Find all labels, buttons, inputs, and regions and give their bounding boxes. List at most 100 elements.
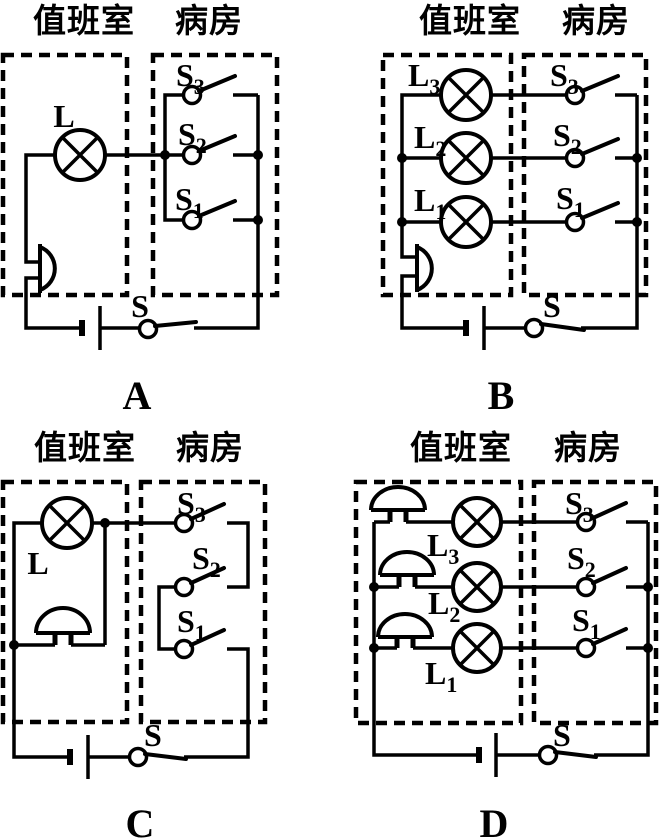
main-switch-blade bbox=[539, 322, 586, 332]
switch-s3-icon bbox=[173, 512, 195, 534]
duty-room-box bbox=[353, 479, 524, 726]
lamp-l3-label: L3 bbox=[408, 57, 440, 99]
ward-box bbox=[531, 479, 659, 726]
switch-s3-icon bbox=[575, 511, 597, 533]
duty-room-title: 值班室 bbox=[419, 2, 521, 39]
switch-s1-label: S1 bbox=[175, 181, 204, 223]
switch-s2-icon bbox=[575, 576, 597, 598]
switch-s3-icon bbox=[564, 84, 586, 106]
lamp-l3-label: L3 bbox=[427, 527, 459, 569]
switch-s2-label: S2 bbox=[192, 540, 221, 582]
circuit-b: 值班室 病房 L3 L2 L1 S3 S2 S1 bbox=[380, 2, 649, 418]
bell-icon bbox=[376, 612, 434, 639]
bell-legs bbox=[396, 575, 418, 587]
main-switch-icon bbox=[127, 746, 149, 768]
bell-icon bbox=[369, 485, 427, 512]
junction-dot bbox=[253, 150, 263, 160]
duty-room-title: 值班室 bbox=[33, 2, 135, 39]
lamp-l1-label: L1 bbox=[414, 182, 446, 224]
duty-room-box bbox=[0, 479, 130, 725]
switch-s2-blade bbox=[189, 566, 226, 585]
wire bbox=[372, 522, 479, 757]
bell-legs bbox=[394, 637, 416, 648]
junction-dot bbox=[160, 150, 170, 160]
option-letter: D bbox=[480, 801, 509, 839]
option-letter: B bbox=[488, 373, 515, 418]
bell-icon bbox=[378, 550, 436, 577]
switch-s1-icon bbox=[564, 211, 586, 233]
lamp-l1-label: L1 bbox=[425, 655, 457, 697]
circuit-a: 值班室 病房 L S3 S2 S1 S A bbox=[0, 2, 280, 418]
ward-box bbox=[138, 479, 268, 725]
wire bbox=[501, 520, 577, 650]
ward-box bbox=[150, 52, 280, 298]
option-letter: C bbox=[126, 801, 155, 839]
switch-s1-label: S1 bbox=[572, 602, 601, 644]
switch-s2-icon bbox=[173, 576, 195, 598]
circuit-d: 值班室 病房 L3 L bbox=[353, 429, 659, 839]
lamp-cross-icon bbox=[446, 138, 486, 178]
lamp-l2-label: L2 bbox=[428, 585, 460, 627]
ward-title: 病房 bbox=[175, 2, 243, 39]
junction-dot bbox=[9, 640, 19, 650]
lamp-cross-icon bbox=[446, 202, 486, 242]
wire bbox=[184, 647, 250, 759]
switch-s3-blade bbox=[580, 74, 620, 93]
lamp-l2-label: L2 bbox=[414, 119, 446, 161]
duty-room-box bbox=[380, 52, 514, 298]
wire bbox=[491, 93, 566, 224]
main-switch-blade bbox=[553, 750, 598, 759]
main-switch-label: S bbox=[131, 288, 149, 324]
junction-dot bbox=[397, 153, 407, 163]
junction-dot bbox=[369, 643, 379, 653]
duty-room-title: 值班室 bbox=[34, 429, 136, 466]
bell-icon bbox=[38, 244, 57, 293]
wire bbox=[400, 274, 466, 330]
ward-title: 病房 bbox=[554, 429, 622, 466]
wire bbox=[157, 585, 175, 651]
switch-s2-icon bbox=[181, 144, 203, 166]
switch-s3-label: S3 bbox=[550, 57, 579, 99]
wire bbox=[581, 95, 639, 330]
junction-dot bbox=[643, 582, 653, 592]
junction-dot bbox=[100, 518, 110, 528]
switch-s2-label: S2 bbox=[178, 116, 207, 158]
lamp-cross-icon bbox=[446, 75, 486, 115]
switch-s1-blade bbox=[580, 201, 620, 220]
switch-s1-icon bbox=[173, 638, 195, 660]
wire bbox=[594, 522, 650, 757]
switch-s1-label: S1 bbox=[177, 603, 206, 645]
switch-s3-blade bbox=[189, 502, 226, 521]
switch-s1-label: S1 bbox=[556, 180, 585, 222]
bell-legs bbox=[52, 633, 74, 645]
switch-s1-icon bbox=[181, 209, 203, 231]
main-switch-blade bbox=[143, 752, 188, 761]
switch-s2-label: S2 bbox=[567, 540, 596, 582]
junction-dot bbox=[253, 215, 263, 225]
ward-box bbox=[521, 52, 649, 298]
main-switch-icon bbox=[137, 318, 159, 340]
duty-room-box bbox=[0, 52, 130, 298]
lamp-label: L bbox=[53, 98, 74, 134]
switch-s3-icon bbox=[181, 84, 203, 106]
wire bbox=[227, 521, 250, 589]
wire bbox=[24, 153, 55, 264]
option-letter: A bbox=[123, 373, 152, 418]
main-switch-blade bbox=[153, 320, 198, 328]
switch-s2-icon bbox=[564, 147, 586, 169]
ward-title: 病房 bbox=[176, 429, 244, 466]
lamp-label: L bbox=[27, 545, 48, 581]
junction-dot bbox=[643, 643, 653, 653]
main-switch-label: S bbox=[144, 717, 162, 753]
switch-s2-label: S2 bbox=[553, 117, 582, 159]
lamp-cross-icon bbox=[60, 135, 100, 175]
switch-s3-label: S3 bbox=[176, 57, 205, 99]
main-switch-icon bbox=[537, 744, 559, 766]
switch-s1-blade bbox=[197, 199, 237, 218]
wire bbox=[194, 95, 260, 330]
switch-s1-blade bbox=[591, 627, 628, 646]
lamp-cross-icon bbox=[47, 503, 87, 543]
switch-s2-blade bbox=[580, 137, 620, 156]
